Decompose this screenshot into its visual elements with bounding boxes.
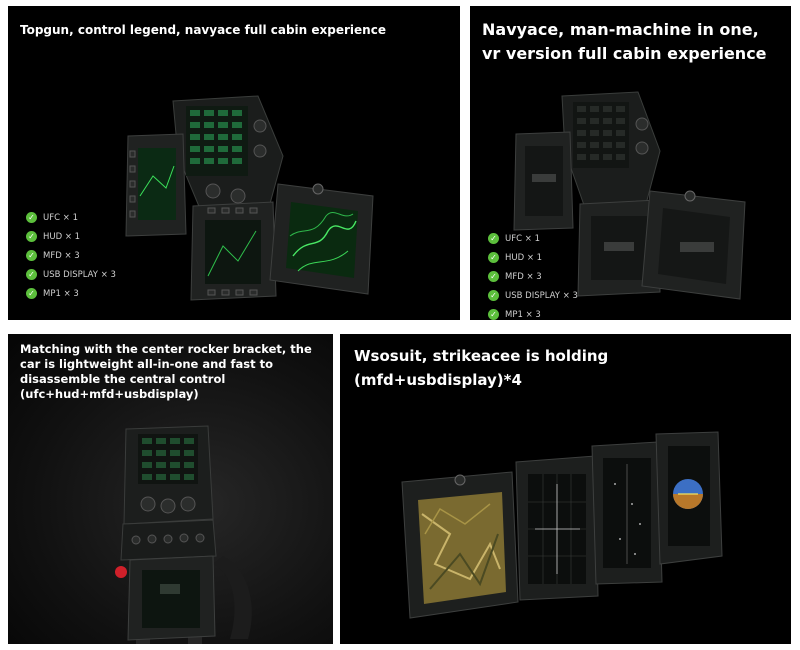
mfd-center xyxy=(190,201,277,301)
cockpit-cluster-image xyxy=(125,95,374,301)
four-display-image xyxy=(401,431,723,619)
center-stand-image xyxy=(115,425,252,644)
spec-item: ✓MP1 × 3 xyxy=(26,284,116,303)
mfd-center xyxy=(577,199,661,297)
panel-full-cabin: Topgun, control legend, navyace full cab… xyxy=(8,6,460,320)
checkmark-circle-icon: ✓ xyxy=(26,269,37,280)
mfd-right xyxy=(269,183,374,295)
spec-item: ✓MP1 × 3 xyxy=(488,305,578,320)
checkmark-circle-icon: ✓ xyxy=(488,309,499,320)
spec-item: ✓MFD × 3 xyxy=(26,246,116,265)
checkmark-circle-icon: ✓ xyxy=(488,252,499,263)
mfd-grid xyxy=(515,455,599,601)
spec-item: ✓USB DISPLAY × 3 xyxy=(488,286,578,305)
spec-item: ✓HUD × 1 xyxy=(26,227,116,246)
checkmark-circle-icon: ✓ xyxy=(26,288,37,299)
mfd-right xyxy=(641,190,746,300)
spec-item: ✓MFD × 3 xyxy=(488,267,578,286)
panel-title: Wsosuit, strikeacee is holding (mfd+usbd… xyxy=(354,347,609,389)
mfd-panel xyxy=(127,555,216,641)
panel-title: Topgun, control legend, navyace full cab… xyxy=(20,23,386,37)
hud-panel xyxy=(120,519,217,561)
mfd-left xyxy=(125,133,187,237)
mfd-attitude xyxy=(655,431,723,565)
cockpit-cluster-image xyxy=(513,91,746,300)
checkmark-circle-icon: ✓ xyxy=(26,231,37,242)
spec-item: ✓HUD × 1 xyxy=(488,248,578,267)
checkmark-circle-icon: ✓ xyxy=(488,233,499,244)
mfd-terrain xyxy=(401,471,519,619)
mfd-left xyxy=(513,131,574,231)
ufc-panel xyxy=(172,95,284,217)
checkmark-circle-icon: ✓ xyxy=(26,212,37,223)
spec-list: ✓UFC × 1 ✓HUD × 1 ✓MFD × 3 ✓USB DISPLAY … xyxy=(488,229,578,320)
checkmark-circle-icon: ✓ xyxy=(488,271,499,282)
ufc-panel xyxy=(561,91,661,209)
red-button xyxy=(115,566,127,578)
mfd-radar xyxy=(591,441,663,585)
spec-item: ✓UFC × 1 xyxy=(488,229,578,248)
panel-four-displays: Wsosuit, strikeacee is holding (mfd+usbd… xyxy=(340,334,791,644)
spec-item: ✓UFC × 1 xyxy=(26,208,116,227)
checkmark-circle-icon: ✓ xyxy=(488,290,499,301)
ufc-panel xyxy=(123,425,214,525)
panel-title: Matching with the center rocker bracket,… xyxy=(20,342,312,401)
panel-title: Navyace, man-machine in one, vr version … xyxy=(482,20,767,63)
checkmark-circle-icon: ✓ xyxy=(26,250,37,261)
panel-vr-cabin: Navyace, man-machine in one, vr version … xyxy=(470,6,791,320)
spec-list: ✓UFC × 1 ✓HUD × 1 ✓MFD × 3 ✓USB DISPLAY … xyxy=(26,208,116,303)
panel-center-bracket: Matching with the center rocker bracket,… xyxy=(8,334,333,644)
spec-item: ✓USB DISPLAY × 3 xyxy=(26,265,116,284)
